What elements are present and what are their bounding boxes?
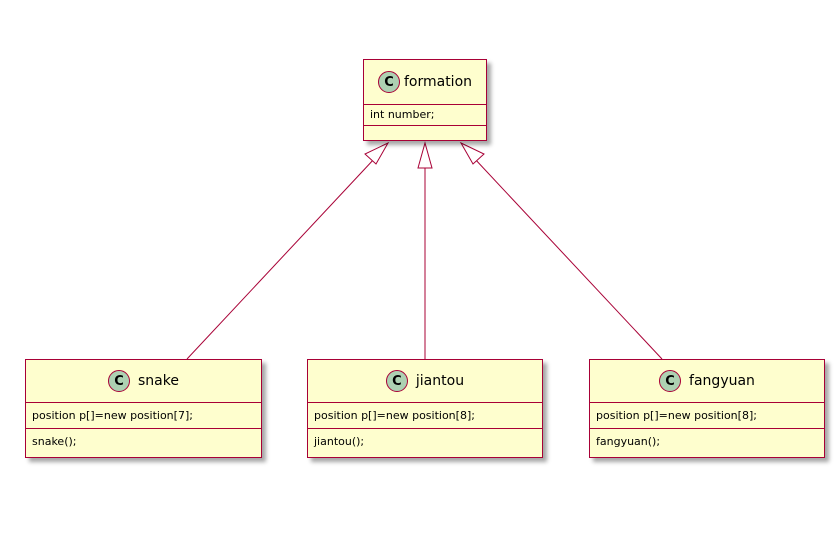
- class-formation[interactable]: C formation int number;: [363, 59, 487, 141]
- class-jiantou[interactable]: C jiantou position p[]=new position[8]; …: [307, 359, 543, 458]
- class-badge-icon: C: [377, 71, 400, 93]
- method-row: snake();: [26, 428, 261, 454]
- class-name: snake: [138, 373, 179, 389]
- method-row: jiantou();: [308, 428, 542, 454]
- edge-snake-formation: [186, 157, 376, 360]
- attribute-row: position p[]=new position[7];: [26, 402, 261, 428]
- class-badge-icon: C: [108, 370, 131, 392]
- edge-snake-formation-arrowhead: [364, 141, 390, 165]
- attribute-row: position p[]=new position[8];: [590, 402, 824, 428]
- attribute-row: position p[]=new position[8];: [308, 402, 542, 428]
- methods-section-empty: [364, 125, 486, 139]
- class-badge-icon: C: [385, 370, 408, 392]
- class-header: C jiantou: [308, 360, 542, 402]
- class-header: C snake: [26, 360, 261, 402]
- class-header: C formation: [364, 60, 486, 104]
- attribute-row: int number;: [364, 104, 486, 125]
- edge-jiantou-formation-arrowhead: [417, 141, 433, 169]
- class-name: fangyuan: [689, 373, 755, 389]
- class-name: jiantou: [415, 373, 465, 389]
- class-name: formation: [403, 74, 473, 90]
- class-fangyuan[interactable]: C fangyuan position p[]=new position[8];…: [589, 359, 825, 458]
- class-header: C fangyuan: [590, 360, 824, 402]
- method-row: fangyuan();: [590, 428, 824, 454]
- edge-fangyuan-formation-arrowhead: [459, 141, 485, 165]
- edge-fangyuan-formation: [473, 157, 663, 360]
- class-badge-icon: C: [659, 370, 682, 392]
- class-snake[interactable]: C snake position p[]=new position[7]; sn…: [25, 359, 262, 458]
